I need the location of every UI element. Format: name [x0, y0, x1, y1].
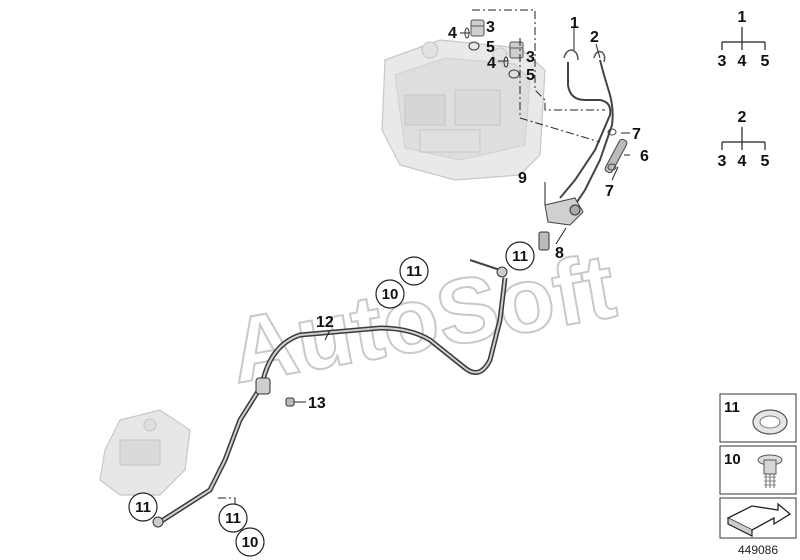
fitting-left	[470, 19, 485, 37]
callout-3-left: 3	[486, 19, 495, 36]
callout-3-right: 3	[526, 49, 535, 66]
hose-end-fitting-upper	[496, 266, 508, 278]
fitting-right	[509, 41, 524, 59]
brake-hose	[158, 259, 508, 525]
sealing-ring-icon	[752, 409, 788, 435]
hose-end-fitting-lower	[152, 516, 164, 528]
banjo-bolt-icon	[757, 454, 783, 488]
seal-4-left	[464, 27, 470, 39]
tree-2-root: 2	[738, 109, 747, 126]
callout-11-lower-left: 11	[135, 499, 151, 516]
callout-13: 13	[308, 395, 326, 412]
callout-11-mid: 11	[406, 263, 422, 280]
parts-legend: 11 10 449086	[719, 393, 797, 557]
callout-5-left: 5	[486, 39, 495, 56]
bracket	[538, 197, 584, 251]
callout-4-left: 4	[448, 25, 457, 42]
tree-1-root: 1	[738, 9, 747, 26]
pipe-end-bends	[563, 49, 606, 63]
callout-9: 9	[518, 170, 527, 187]
o-ring-lower	[607, 163, 617, 171]
callout-11-upper: 11	[512, 248, 528, 265]
seal-5-right	[508, 69, 520, 79]
callouts: 1 2 4 3 5 4 3 5 6 7 7 8 9 12 13 11 11 10…	[128, 15, 649, 557]
direction-arrow-icon	[726, 502, 792, 537]
hose-clamp	[255, 377, 295, 407]
callout-7-lower: 7	[605, 183, 614, 200]
callout-10-mid: 10	[382, 286, 399, 303]
seal-4-right	[503, 56, 509, 68]
tree-2-child-3: 5	[761, 153, 770, 170]
tree-1-child-3: 5	[761, 53, 770, 70]
component-tree-1: 1 3 4 5	[718, 9, 770, 70]
tree-1-child-1: 3	[718, 53, 727, 70]
brake-caliper-illustration	[99, 409, 191, 496]
diagram-number: 449086	[738, 543, 778, 557]
callout-6: 6	[640, 148, 649, 165]
tree-1-child-2: 4	[738, 53, 747, 70]
callout-10-lower: 10	[242, 534, 259, 551]
legend-label-11: 11	[724, 399, 740, 416]
callout-12: 12	[316, 314, 334, 331]
callout-1: 1	[570, 15, 579, 32]
abs-unit-illustration	[381, 39, 546, 181]
callout-11-lower-right: 11	[225, 510, 241, 527]
callout-8: 8	[555, 245, 564, 262]
callout-5-right: 5	[526, 67, 535, 84]
o-ring-upper	[607, 128, 617, 136]
callout-4-right: 4	[487, 55, 496, 72]
callout-2: 2	[590, 29, 599, 46]
seal-5-left	[468, 41, 480, 51]
tree-2-child-2: 4	[738, 153, 747, 170]
legend-label-10: 10	[724, 451, 741, 468]
brake-line-pipes	[559, 59, 614, 206]
tree-2-child-1: 3	[718, 153, 727, 170]
callout-7-upper: 7	[632, 126, 641, 143]
component-tree-2: 2 3 4 5	[718, 109, 770, 170]
